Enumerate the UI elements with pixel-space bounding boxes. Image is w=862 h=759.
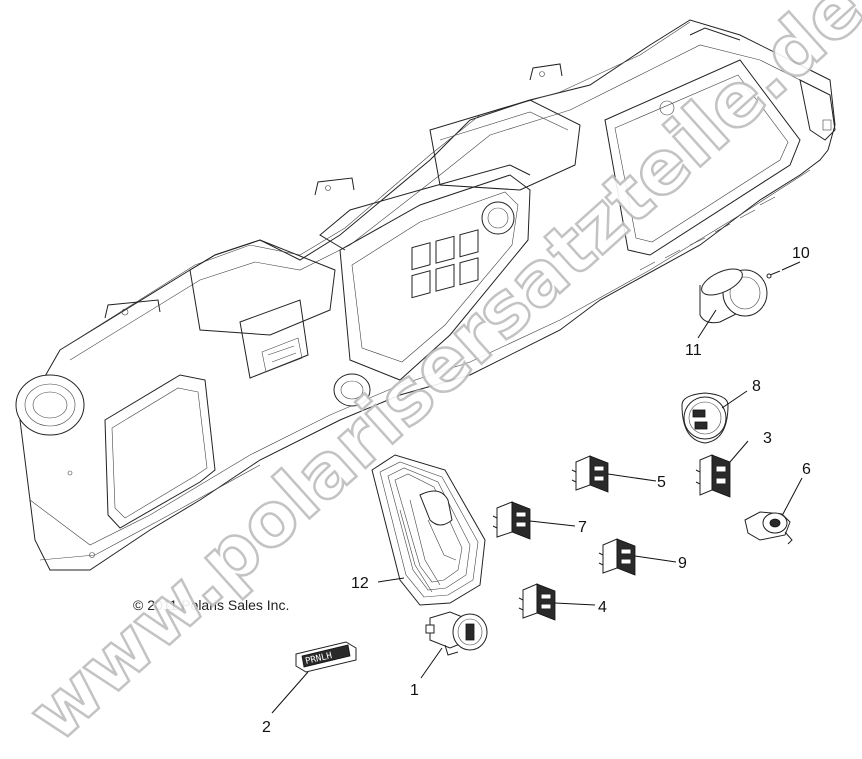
callout-7: 7	[578, 519, 587, 536]
switch-blank-grid	[411, 229, 479, 299]
callout-12: 12	[351, 575, 369, 592]
callout-11: 11	[685, 342, 702, 359]
part-6-power-port	[744, 511, 793, 545]
part-10-screw	[766, 270, 781, 279]
left-vent	[15, 374, 85, 436]
part-5-rocker-switch	[571, 455, 609, 493]
callout-6: 6	[802, 461, 811, 478]
callout-2: 2	[262, 719, 271, 736]
center-instrument-pod	[319, 164, 531, 381]
part-8-usb-outlet	[681, 392, 729, 444]
callout-8: 8	[752, 378, 761, 395]
callout-1: 1	[410, 682, 419, 699]
part-11-outlet-housing	[699, 268, 768, 324]
part-1-ignition-switch	[425, 611, 488, 656]
right-panel-window	[604, 59, 801, 256]
callout-labels: 10 11 8 3 5 6 7 9 4 12 1 2	[262, 245, 811, 736]
callout-9: 9	[678, 555, 687, 572]
callout-10: 10	[792, 245, 810, 262]
part-4-rocker-switch	[518, 583, 556, 621]
leader-lines	[271, 261, 803, 714]
dashboard-assembly	[15, 19, 836, 571]
callout-3: 3	[763, 430, 772, 447]
part-9-rocker-switch	[598, 538, 636, 576]
callout-5: 5	[657, 474, 666, 491]
watermark-text: www.polarisersatzteile.de	[12, 0, 862, 758]
part-7-rocker-switch	[492, 501, 531, 540]
copyright-notice: © 2011 Polaris Sales Inc.	[133, 597, 289, 613]
callout-4: 4	[598, 599, 607, 616]
part-3-rocker-switch	[695, 454, 731, 498]
left-panel-window	[104, 374, 216, 529]
part-12-shifter-boot	[371, 454, 486, 606]
part-2-gear-indicator: PRNLH	[295, 641, 357, 673]
